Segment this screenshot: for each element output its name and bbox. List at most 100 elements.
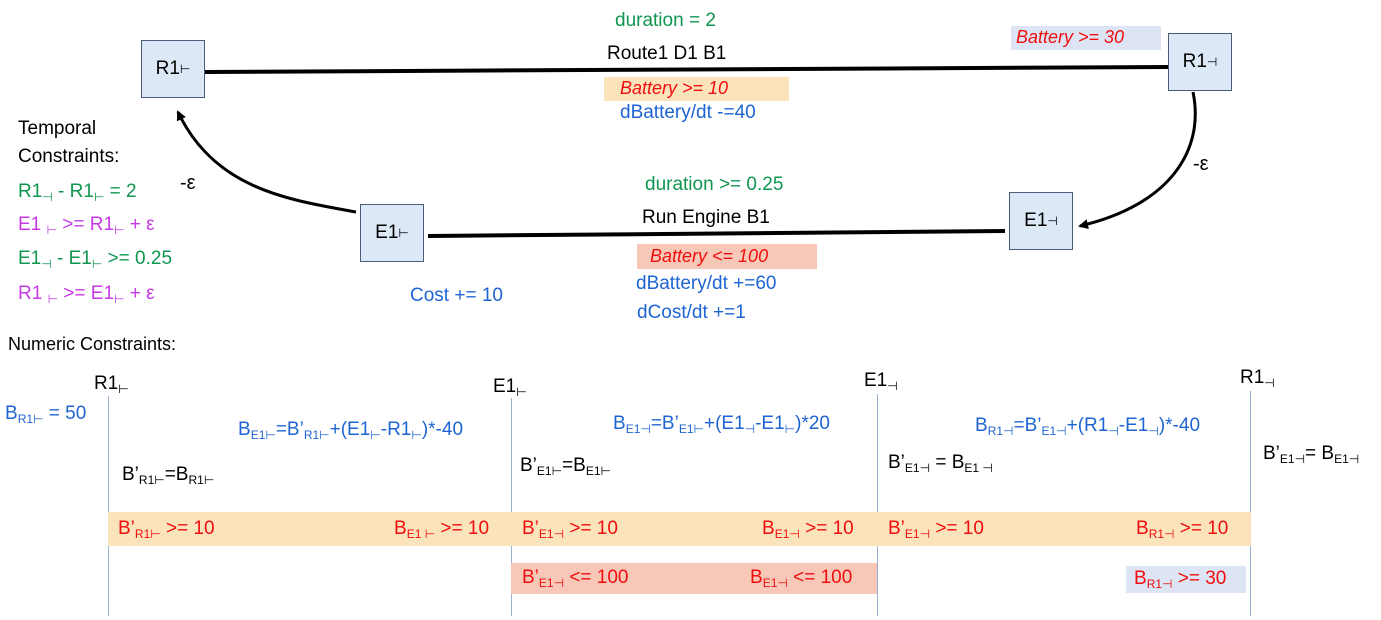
s2r2-p2: <= 100 [787,567,853,588]
s3e-s4: ⊣ [1148,424,1159,438]
node-r1-start-label: R1 [155,58,180,79]
s2l-p2: >= 10 [564,518,618,539]
seg3-left-condition: B’E1⊣ >= 10 [888,518,984,540]
node-e1-end: E1⊣ [1009,192,1073,250]
ib-sub: R1⊢ [17,412,44,426]
tc1-b-sub: ⊢ [93,190,105,204]
s3l-p2: >= 10 [930,518,984,539]
temporal-heading-line1: Temporal [18,118,97,139]
ib-rhs: = 50 [43,403,87,424]
s1e-p3: +(E1 [329,419,371,440]
s2l-s1: E1⊣ [538,527,565,541]
s2c-s1: E1⊢ [536,464,563,478]
timeline-divider-r1-start [108,396,109,616]
node-e1-start-label: E1 [375,222,399,243]
seg3-carry-equation: B’E1⊣ = BE1 ⊣ [888,452,993,474]
tc2-mid: >= R1 [56,214,115,235]
tc3-a-sub: ⊣ [41,257,52,271]
tc4-rhs: + ε [124,283,155,304]
tc4-mid: >= E1 [58,283,115,304]
seg2-battery-equation: BE1⊣=B’E1⊢+(E1⊣-E1⊢)*20 [613,413,830,435]
s1l-p1: B’ [118,518,135,539]
s1l-p2: >= 10 [160,518,215,539]
s3c-s2: E1 ⊣ [964,461,993,475]
numeric-heading: Numeric Constraints: [8,334,177,354]
tc4-a: R1 [18,283,48,304]
seg2-right-condition: BE1⊣ >= 10 [762,518,854,540]
temporal-constraint-4: R1 ⊢ >= E1⊢ + ε [18,283,155,305]
timeline-divider-e1-start [511,398,512,616]
s3e-p3: +(R1 [1066,415,1109,436]
tc1-a: R1 [18,181,43,202]
tc3-mid: - E1 [51,248,92,269]
seg2-right-upper-condition: BE1⊣ <= 100 [750,567,852,589]
route-effect: dBattery/dt -=40 [620,102,756,123]
s1e-p1: B [238,419,251,440]
engine-effect-battery: dBattery/dt +=60 [636,273,777,294]
seg3-battery-equation: BR1⊣=B’E1⊣+(R1⊣-E1⊣)*-40 [975,415,1200,437]
s2l2-p1: B’ [522,567,539,588]
tc3-a: E1 [18,248,42,269]
s1e-p4: -R1 [380,419,412,440]
timeline-divider-r1-end [1250,391,1251,616]
s1r-p2: >= 10 [435,518,490,539]
route-edge [204,65,1171,74]
temporal-constraint-3: E1⊣ - E1⊢ >= 0.25 [18,248,172,270]
r1-end-to-e1-end-arrow [1078,91,1197,230]
band-max-battery [511,563,877,594]
band-route-end-battery [1126,566,1246,593]
s1e-s4: ⊢ [411,428,422,442]
seg1-battery-equation: BE1⊢=B’R1⊢+(E1⊢-R1⊢)*-40 [238,419,463,441]
s1l-s1: R1⊢ [134,527,161,541]
timepoint-e1-start: E1⊢ [493,376,527,398]
seg1-carry-equation: B’R1⊢=BR1⊢ [122,464,214,486]
seg2-carry-equation: B’E1⊢=BE1⊢ [520,455,611,477]
tc3-rhs: >= 0.25 [102,248,173,269]
tail-carry-equation: B’E1⊣= BE1⊣ [1263,443,1359,465]
s3r2-s1: R1⊣ [1146,577,1173,591]
s3c-p2: = B [930,452,965,473]
s2e-s1: E1⊣ [625,422,651,436]
s2l2-p2: <= 100 [564,567,629,588]
s1e-s2: R1⊢ [303,428,330,442]
tc1-a-sub: ⊣ [42,190,53,204]
s2c-p1: B’ [520,455,537,476]
node-e1-start: E1⊢ [360,204,424,262]
ib-b: B [5,403,18,424]
tp3-sub: ⊣ [1264,376,1275,390]
temporal-heading-line2: Constraints: [18,146,120,167]
s1e-p5: )*-40 [421,419,464,440]
node-e1-end-label: E1 [1024,210,1048,231]
s1c-s1: R1⊢ [138,473,165,487]
node-r1-end-label: R1 [1182,51,1207,72]
s2r-p1: B [762,518,775,539]
tp0-sub: ⊢ [118,382,129,396]
s2e-s4: ⊢ [784,422,796,436]
seg2-left-condition: B’E1⊣ >= 10 [522,518,618,540]
e1-start-to-r1-start-arrow [176,110,357,214]
seg1-left-condition: B’R1⊢ >= 10 [118,518,215,540]
s3e-p5: )*-40 [1158,415,1201,436]
timeline-divider-e1-end [877,394,878,616]
s2e-s3: ⊣ [744,422,756,436]
tc-p2: = B [1305,443,1335,464]
engine-effect-cost: dCost/dt +=1 [637,302,746,323]
s2r2-p1: B [750,567,763,588]
temporal-constraint-2: E1 ⊢ >= R1⊢ + ε [18,214,155,236]
s1c-s2: R1⊢ [188,473,215,487]
temporal-constraint-1-eps: -ε [180,172,196,194]
tc4-b-sub: ⊢ [114,292,125,306]
s2c-s2: E1⊢ [585,464,611,478]
s2r-s1: E1⊣ [774,527,800,541]
s3e-s1: R1⊣ [987,424,1014,438]
route-end-condition: Battery >= 30 [1016,27,1125,47]
initial-battery: BR1⊢ = 50 [5,403,86,425]
engine-condition: Battery <= 100 [650,246,769,266]
s2e-s2: E1⊢ [678,422,704,436]
tp2-base: E1 [864,370,888,391]
seg1-right-condition: BE1 ⊢ >= 10 [394,518,489,540]
route-condition: Battery >= 10 [620,78,729,98]
tc1-mid: - R1 [52,181,94,202]
s3e-p1: B [975,415,988,436]
